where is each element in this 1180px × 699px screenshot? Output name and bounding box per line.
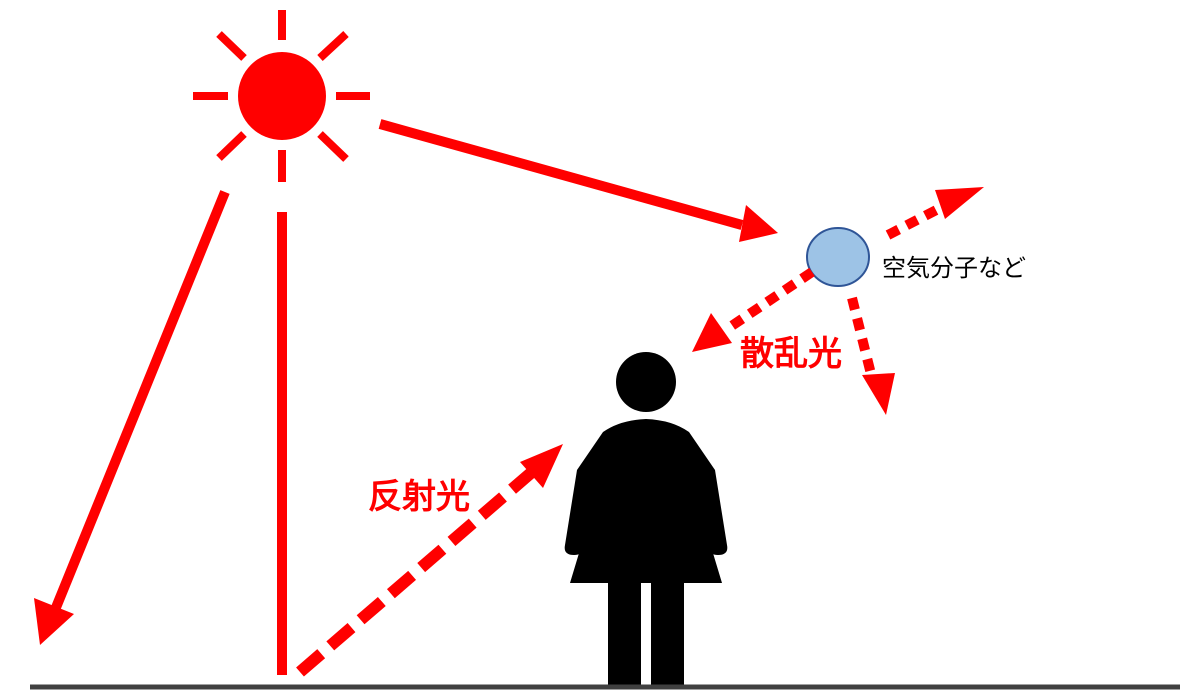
scattered-ray-up-right: [885, 187, 984, 240]
sun-icon: [193, 10, 370, 182]
direct-ray-left: [34, 190, 230, 645]
person-right-leg: [651, 580, 684, 687]
air-molecule: [806, 227, 870, 287]
person-left-leg: [608, 580, 641, 687]
scattered-light-label: 散乱光: [740, 334, 842, 374]
reflected-light-label: 反射光: [368, 477, 470, 517]
person-head: [616, 352, 676, 412]
particle-label: 空気分子など: [882, 254, 1026, 282]
reflected-ray: [296, 444, 563, 677]
air-molecule-circle: [806, 227, 870, 287]
sun-rays: [193, 10, 370, 182]
scattered-ray-to-person: [692, 267, 815, 352]
woman-person-icon: [564, 352, 728, 687]
person-torso: [564, 419, 728, 583]
sun-disc: [238, 52, 326, 140]
scattered-ray-down: [847, 296, 895, 415]
direct-ray-to-particle: [378, 119, 778, 242]
